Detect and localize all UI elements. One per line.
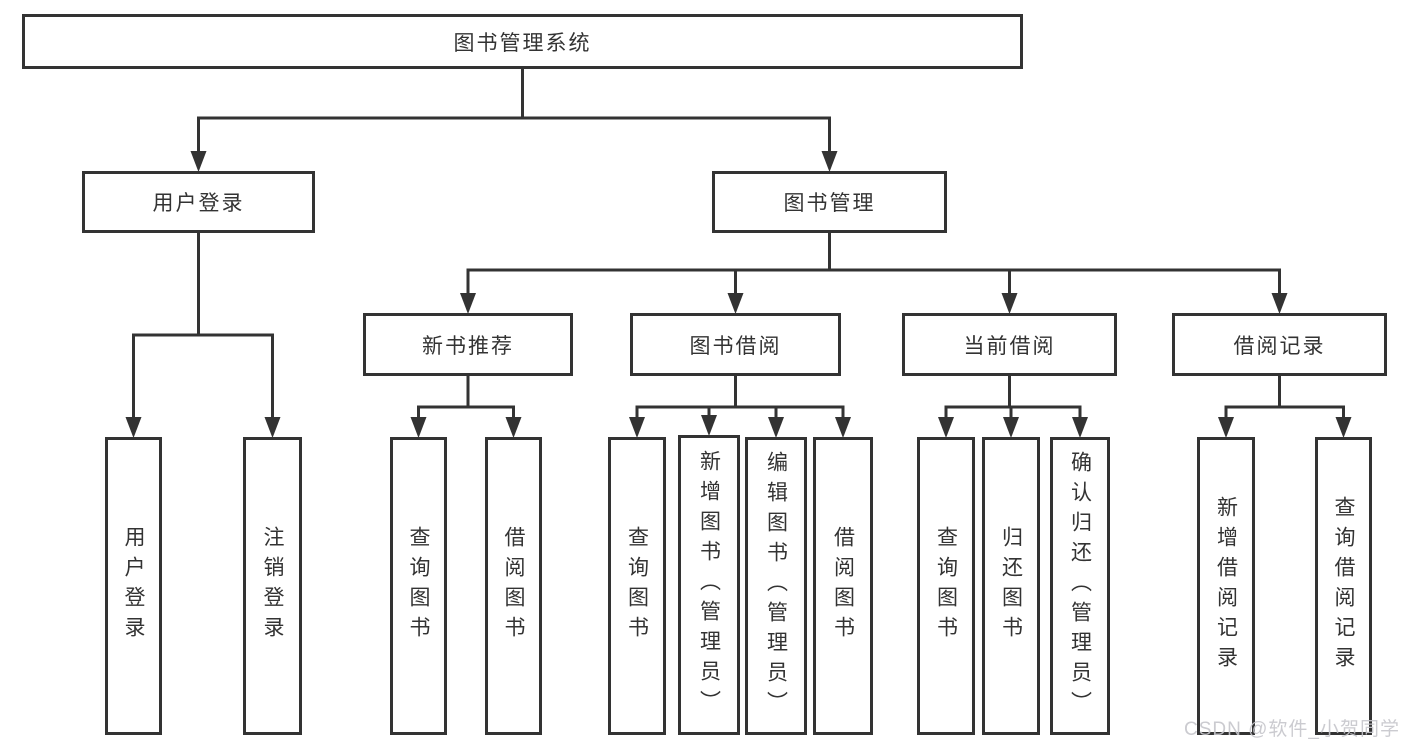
node-rec-add: 新增借阅记录 (1197, 437, 1255, 735)
node-label: 图书管理系统 (453, 31, 592, 55)
node-label: 确认归还（管理员） (1068, 451, 1092, 721)
node-bw-borrow: 借阅图书 (813, 437, 873, 735)
arrowhead-icon (264, 417, 281, 438)
node-label: 借阅图书 (502, 526, 525, 646)
node-label: 新增借阅记录 (1214, 496, 1238, 676)
node-label: 归还图书 (999, 526, 1023, 646)
node-label: 新增图书（管理员） (697, 450, 721, 720)
node-label: 借阅记录 (1233, 334, 1326, 358)
arrowhead-icon (835, 417, 851, 438)
arrowhead-icon (1335, 417, 1352, 438)
node-cur-confirm: 确认归还（管理员） (1050, 437, 1110, 735)
arrowhead-icon (505, 417, 522, 438)
node-label: 注销登录 (261, 526, 284, 646)
connector-path (635, 374, 845, 426)
node-label: 查询借阅记录 (1332, 496, 1355, 676)
node-current: 当前借阅 (902, 313, 1117, 376)
arrowhead-icon (821, 151, 838, 172)
node-cur-query: 查询图书 (917, 437, 975, 735)
arrowhead-icon (701, 415, 717, 436)
node-label: 当前借阅 (963, 334, 1056, 358)
node-label: 编辑图书（管理员） (764, 451, 788, 721)
node-label: 借阅图书 (831, 526, 855, 646)
node-login-logout: 注销登录 (243, 437, 302, 735)
node-login-user: 用户登录 (105, 437, 162, 735)
node-label: 查询图书 (407, 526, 430, 646)
connector-path (944, 374, 1082, 426)
arrowhead-icon (1072, 417, 1088, 438)
node-label: 用户登录 (122, 526, 145, 646)
node-label: 图书借阅 (689, 334, 782, 358)
node-bookmgmt: 图书管理 (712, 171, 947, 233)
node-root: 图书管理系统 (22, 14, 1023, 69)
connector-path (197, 67, 831, 160)
node-records: 借阅记录 (1172, 313, 1387, 376)
arrowhead-icon (460, 293, 476, 314)
arrowhead-icon (1001, 293, 1018, 314)
node-newbook: 新书推荐 (363, 313, 573, 376)
arrowhead-icon (768, 417, 784, 438)
arrowhead-icon (410, 417, 427, 438)
node-bw-add: 新增图书（管理员） (678, 435, 740, 735)
connector-path (417, 374, 515, 426)
arrowhead-icon (938, 417, 954, 438)
arrowhead-icon (1218, 417, 1234, 438)
node-label: 新书推荐 (422, 334, 514, 358)
node-nb-query: 查询图书 (390, 437, 447, 735)
node-cur-return: 归还图书 (982, 437, 1040, 735)
connector-path (132, 231, 274, 426)
connector-path (1224, 374, 1345, 426)
arrowhead-icon (1271, 293, 1288, 314)
node-bw-query: 查询图书 (608, 437, 666, 735)
node-label: 图书管理 (783, 192, 876, 215)
node-label: 用户登录 (152, 192, 245, 215)
arrowhead-icon (727, 293, 744, 314)
watermark: CSDN @软件_小贺同学 (1184, 719, 1400, 740)
node-bw-edit: 编辑图书（管理员） (745, 437, 807, 735)
node-rec-query: 查询借阅记录 (1315, 437, 1372, 735)
node-label: 查询图书 (625, 526, 649, 646)
node-borrow: 图书借阅 (630, 313, 841, 376)
node-label: 查询图书 (934, 526, 958, 646)
arrowhead-icon (125, 417, 142, 438)
connector-path (466, 231, 1281, 302)
arrowhead-icon (629, 417, 645, 438)
node-nb-borrow: 借阅图书 (485, 437, 542, 735)
arrowhead-icon (190, 151, 207, 172)
node-login: 用户登录 (82, 171, 315, 233)
arrowhead-icon (1003, 417, 1019, 438)
